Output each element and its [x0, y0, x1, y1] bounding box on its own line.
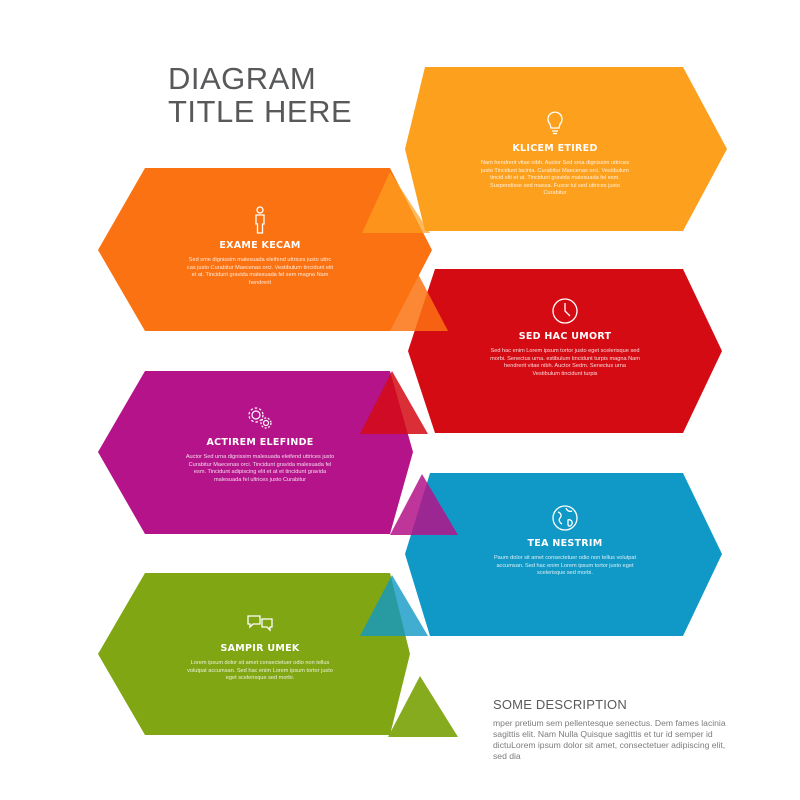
card-sampir-umek: SAMPIR UMEK Lorem ipsum dolor sit amet c…	[105, 608, 415, 774]
card-body: Lorem ipsum dolor sit amet consectetuer …	[187, 660, 333, 682]
card-klicem-etired: KLICEM ETIRED Nam hendrerit vitae nibh. …	[400, 108, 710, 274]
chat-bubbles-icon	[247, 615, 273, 632]
connector-triangle	[362, 172, 430, 233]
connector-triangle	[360, 575, 428, 636]
gears-icon	[248, 407, 272, 429]
lightbulb-icon	[547, 111, 563, 135]
card-heading: KLICEM ETIRED	[512, 143, 598, 154]
card-heading: ACTIREM ELEFINDE	[206, 437, 314, 448]
diagram-title-line-2: TITLE HERE	[168, 94, 353, 129]
connector-triangle	[360, 371, 428, 434]
connector-triangle	[386, 270, 448, 331]
card-body: Paum dolor sit amet consectetuer odio no…	[493, 555, 637, 577]
hexagon-tea-nestrim	[405, 473, 722, 636]
connector-triangle	[388, 676, 458, 737]
hexagon-sampir-umek	[98, 573, 410, 735]
card-body: Auctor Sed urna dignissim malesuada elei…	[185, 454, 335, 483]
person-icon	[255, 206, 265, 234]
diagram-title-line-1: DIAGRAM	[168, 61, 317, 96]
card-heading: EXAME KECAM	[219, 240, 301, 251]
card-actirem-elefinde: ACTIREM ELEFINDE Auctor Sed urna digniss…	[105, 402, 415, 568]
connector-triangle	[390, 474, 458, 535]
hexagon-klicem-etired	[405, 67, 727, 231]
card-sed-hac-umort: SED HAC UMORT Sed hac enim Lorem ipsum t…	[410, 296, 720, 462]
clock-icon	[552, 298, 578, 324]
hexagon-actirem-elefinde	[98, 371, 413, 534]
description-block: SOME DESCRIPTION mper pretium sem pellen…	[493, 697, 733, 762]
card-exame-kecam: EXAME KECAM Sed sme dignissim malesuada …	[105, 205, 415, 371]
card-body: Sed sme dignissim malesuada eleifend utt…	[186, 257, 334, 286]
card-heading: SED HAC UMORT	[518, 331, 612, 342]
hexagon-exame-kecam	[98, 168, 432, 331]
diagram-title: DIAGRAM TITLE HERE	[168, 62, 352, 128]
card-body: Nam hendrerit vitae nibh. Auctor Sed sma…	[481, 160, 629, 197]
card-heading: TEA NESTRIM	[527, 538, 603, 549]
hexagon-sed-hac-umort	[408, 269, 722, 433]
description-body: mper pretium sem pellentesque senectus. …	[493, 718, 726, 761]
card-heading: SAMPIR UMEK	[220, 643, 300, 654]
card-tea-nestrim: TEA NESTRIM Paum dolor sit amet consecte…	[410, 503, 720, 669]
description-title: SOME DESCRIPTION	[493, 697, 627, 712]
globe-icon	[552, 505, 578, 531]
card-body: Sed hac enim Lorem ipsum tortor justo eg…	[490, 348, 640, 377]
